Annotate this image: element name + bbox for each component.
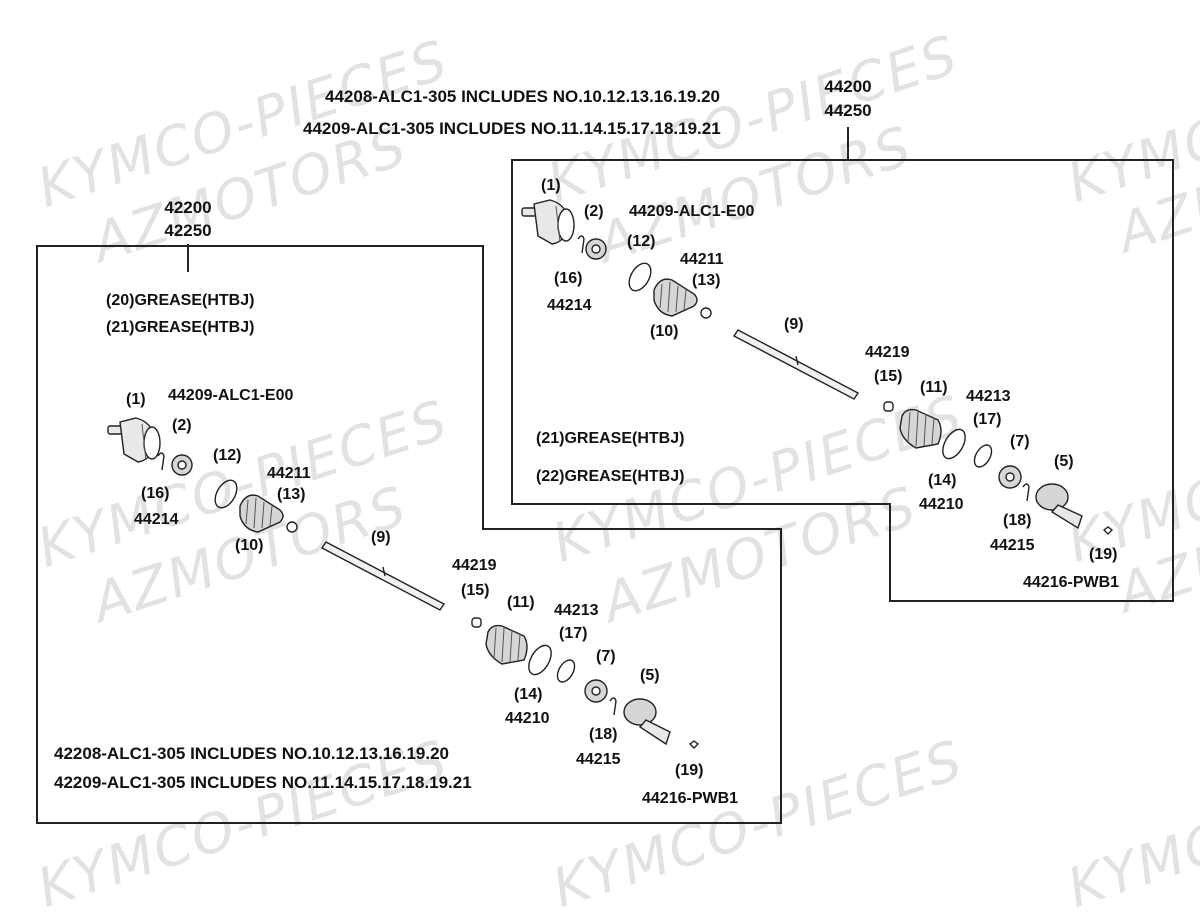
right-part-number-1: 44200: [824, 77, 872, 96]
left-part-15-clamp-icon: [471, 617, 482, 628]
right-part-13-clamp-icon: [700, 307, 712, 319]
right-label-10: (10): [650, 323, 679, 340]
left-label-44209: 44209-ALC1-E00: [168, 387, 294, 404]
left-label-9: (9): [371, 529, 391, 546]
right-label-44215: 44215: [990, 537, 1035, 554]
right-label-17: (17): [973, 411, 1002, 428]
right-part-11-boot-icon: [899, 408, 942, 449]
left-label-44215: 44215: [576, 751, 621, 768]
left-label-44219: 44219: [452, 557, 497, 574]
left-part-12-band-icon: [214, 479, 238, 509]
left-label-15: (15): [461, 582, 490, 599]
left-label-7: (7): [596, 648, 616, 665]
left-part-number-2: 42250: [164, 221, 212, 240]
right-part-7-cage-icon: [998, 465, 1022, 489]
left-label-16: (16): [141, 485, 170, 502]
left-label-44210: 44210: [505, 710, 550, 727]
right-label-9: (9): [784, 316, 804, 333]
right-part-10-boot-icon: [653, 278, 698, 317]
left-part-17-ring-icon: [556, 659, 576, 683]
right-label-15: (15): [874, 368, 903, 385]
right-label-2: (2): [584, 203, 604, 220]
left-part-9-shaft-icon: [320, 541, 446, 611]
left-label-44211: 44211: [267, 465, 311, 482]
left-part-2-tripod-icon: [171, 454, 193, 476]
left-label-10: (10): [235, 537, 264, 554]
left-label-44213: 44213: [554, 602, 599, 619]
right-part-5-outer-joint-icon: [1035, 483, 1083, 530]
right-label-44213: 44213: [966, 388, 1011, 405]
right-grease-2: (22)GREASE(HTBJ): [536, 468, 685, 485]
left-label-5: (5): [640, 667, 660, 684]
right-label-44219: 44219: [865, 344, 910, 361]
right-part-15-clamp-icon: [883, 401, 894, 412]
left-grease-1: (20)GREASE(HTBJ): [106, 292, 255, 309]
right-label-12: (12): [627, 233, 656, 250]
right-label-44216: 44216-PWB1: [1023, 574, 1120, 591]
right-part-2-tripod-icon: [585, 238, 607, 260]
right-part-16-clip-icon: [577, 235, 585, 254]
right-label-13: (13): [692, 272, 721, 289]
right-part-12-band-icon: [628, 262, 652, 292]
exploded-diagram: [36, 127, 1174, 824]
right-label-1: (1): [541, 177, 561, 194]
left-part-18-clip-icon: [609, 697, 617, 716]
left-note-1: 42208-ALC1-305 INCLUDES NO.10.12.13.16.1…: [54, 744, 449, 763]
right-label-7: (7): [1010, 433, 1030, 450]
right-part-18-clip-icon: [1022, 483, 1030, 502]
right-parts: [521, 199, 1114, 535]
left-label-17: (17): [559, 625, 588, 642]
right-assembly-frame: [511, 159, 1174, 602]
right-part-17-ring-icon: [973, 444, 993, 468]
left-assembly-frame: [36, 245, 782, 824]
right-grease-1: (21)GREASE(HTBJ): [536, 430, 685, 447]
left-label-2: (2): [172, 417, 192, 434]
left-part-16-clip-icon: [157, 452, 165, 471]
right-label-44211: 44211: [680, 251, 724, 268]
left-note-2: 42209-ALC1-305 INCLUDES NO.11.14.15.17.1…: [54, 773, 472, 792]
right-label-44210: 44210: [919, 496, 964, 513]
left-part-7-cage-icon: [584, 679, 608, 703]
right-label-14: (14): [928, 472, 957, 489]
left-label-12: (12): [213, 447, 242, 464]
left-label-44216: 44216-PWB1: [642, 790, 739, 807]
left-label-19: (19): [675, 762, 704, 779]
left-parts: [107, 417, 700, 749]
left-grease-2: (21)GREASE(HTBJ): [106, 319, 255, 336]
right-label-16: (16): [554, 270, 583, 287]
right-label-44209: 44209-ALC1-E00: [629, 203, 755, 220]
right-label-19: (19): [1089, 546, 1118, 563]
left-part-5-outer-joint-icon: [623, 698, 671, 746]
left-label-1: (1): [126, 391, 146, 408]
left-part-19-nut-icon: [688, 740, 700, 749]
right-part-number-2: 44250: [824, 101, 872, 120]
right-label-18: (18): [1003, 512, 1032, 529]
right-part-14-band-icon: [942, 428, 966, 460]
left-label-44214: 44214: [134, 511, 179, 528]
left-label-18: (18): [589, 726, 618, 743]
top-note-line2: 44209-ALC1-305 INCLUDES NO.11.14.15.17.1…: [303, 119, 721, 138]
left-part-14-band-icon: [528, 644, 552, 676]
right-part-1-housing-icon: [521, 199, 575, 245]
right-part-19-nut-icon: [1102, 526, 1114, 535]
left-part-10-boot-icon: [239, 494, 284, 533]
left-part-number-1: 42200: [164, 198, 212, 217]
left-label-11: (11): [507, 594, 535, 611]
left-part-1-housing-icon: [107, 417, 161, 463]
right-part-9-shaft-icon: [732, 329, 860, 400]
left-label-13: (13): [277, 486, 306, 503]
right-label-5: (5): [1054, 453, 1074, 470]
right-label-44214: 44214: [547, 297, 592, 314]
top-note-line1: 44208-ALC1-305 INCLUDES NO.10.12.13.16.1…: [325, 87, 720, 106]
right-label-11: (11): [920, 379, 948, 396]
left-part-11-boot-icon: [485, 624, 528, 665]
left-label-14: (14): [514, 686, 543, 703]
left-part-13-clamp-icon: [286, 521, 298, 533]
